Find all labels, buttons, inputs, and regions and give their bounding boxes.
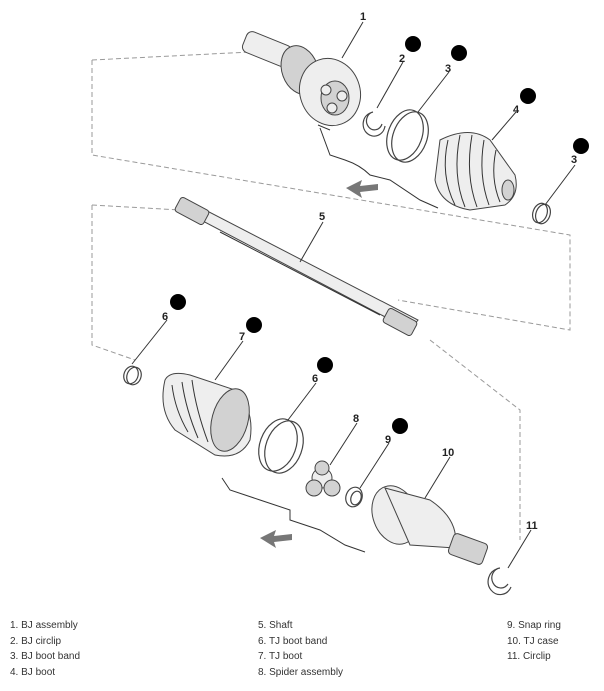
legend-item: 11. Circlip (507, 651, 551, 662)
tj-band-wire (221, 477, 366, 553)
callout-6a: 6 (162, 311, 168, 323)
callout-1: 1 (360, 11, 366, 23)
callout-11: 11 (526, 520, 538, 532)
callout-3: 3 (445, 63, 451, 75)
bj-boot-part (434, 132, 517, 211)
direction-arrow-icon (260, 530, 292, 548)
callout-10: 10 (442, 447, 454, 459)
bj-boot-band-part (386, 109, 429, 163)
bj-small-band-part (531, 202, 552, 225)
bj-band-wire (317, 124, 439, 209)
legend-item: 10. TJ case (507, 635, 559, 647)
tj-boot-part (162, 372, 252, 457)
bj-assembly-part (241, 31, 361, 127)
drive-shaft-exploded-diagram: 1 2 3 4 3 5 6 7 6 8 9 10 11 (91, 11, 589, 596)
legend-item: 8. Spider assembly (258, 666, 344, 678)
tj-small-band-part (123, 365, 142, 386)
legend-item: 3. BJ boot band (10, 651, 81, 662)
shaft-part (174, 196, 419, 337)
callout-2: 2 (399, 53, 405, 65)
callout-7: 7 (239, 331, 245, 343)
legend-column-1: 1. BJ assembly 2. BJ circlip 3. BJ boot … (10, 618, 80, 680)
callout-8: 8 (353, 413, 359, 425)
legend-item: 2. BJ circlip (10, 635, 62, 647)
tj-boot-band-part (258, 418, 304, 474)
legend-item: 5. Shaft (258, 620, 293, 631)
leader-lines (131, 21, 576, 569)
legend-item: 4. BJ boot (10, 666, 56, 678)
legend-column-3: 9. Snap ring 10. TJ case 11. Circlip (507, 618, 561, 665)
circlip-part (487, 567, 512, 596)
callout-4: 4 (513, 104, 520, 116)
bj-circlip-part (362, 111, 386, 137)
direction-arrow-icon (346, 180, 378, 198)
parts-legend: 1. BJ assembly 2. BJ circlip 3. BJ boot … (0, 618, 604, 688)
callout-3b: 3 (571, 154, 577, 166)
callout-5: 5 (319, 211, 325, 223)
legend-item: 7. TJ boot (258, 651, 303, 662)
tj-case-part (371, 485, 489, 565)
callout-6b: 6 (312, 373, 318, 385)
snap-ring-part (345, 486, 363, 508)
legend-item: 1. BJ assembly (10, 620, 78, 631)
assembly-guide-lines (91, 51, 571, 540)
legend-item: 9. Snap ring (507, 620, 561, 631)
legend-item: 6. TJ boot band (258, 635, 328, 647)
spider-assembly-part (305, 460, 341, 497)
legend-column-2: 5. Shaft 6. TJ boot band 7. TJ boot 8. S… (258, 618, 343, 680)
callout-9: 9 (385, 434, 391, 446)
